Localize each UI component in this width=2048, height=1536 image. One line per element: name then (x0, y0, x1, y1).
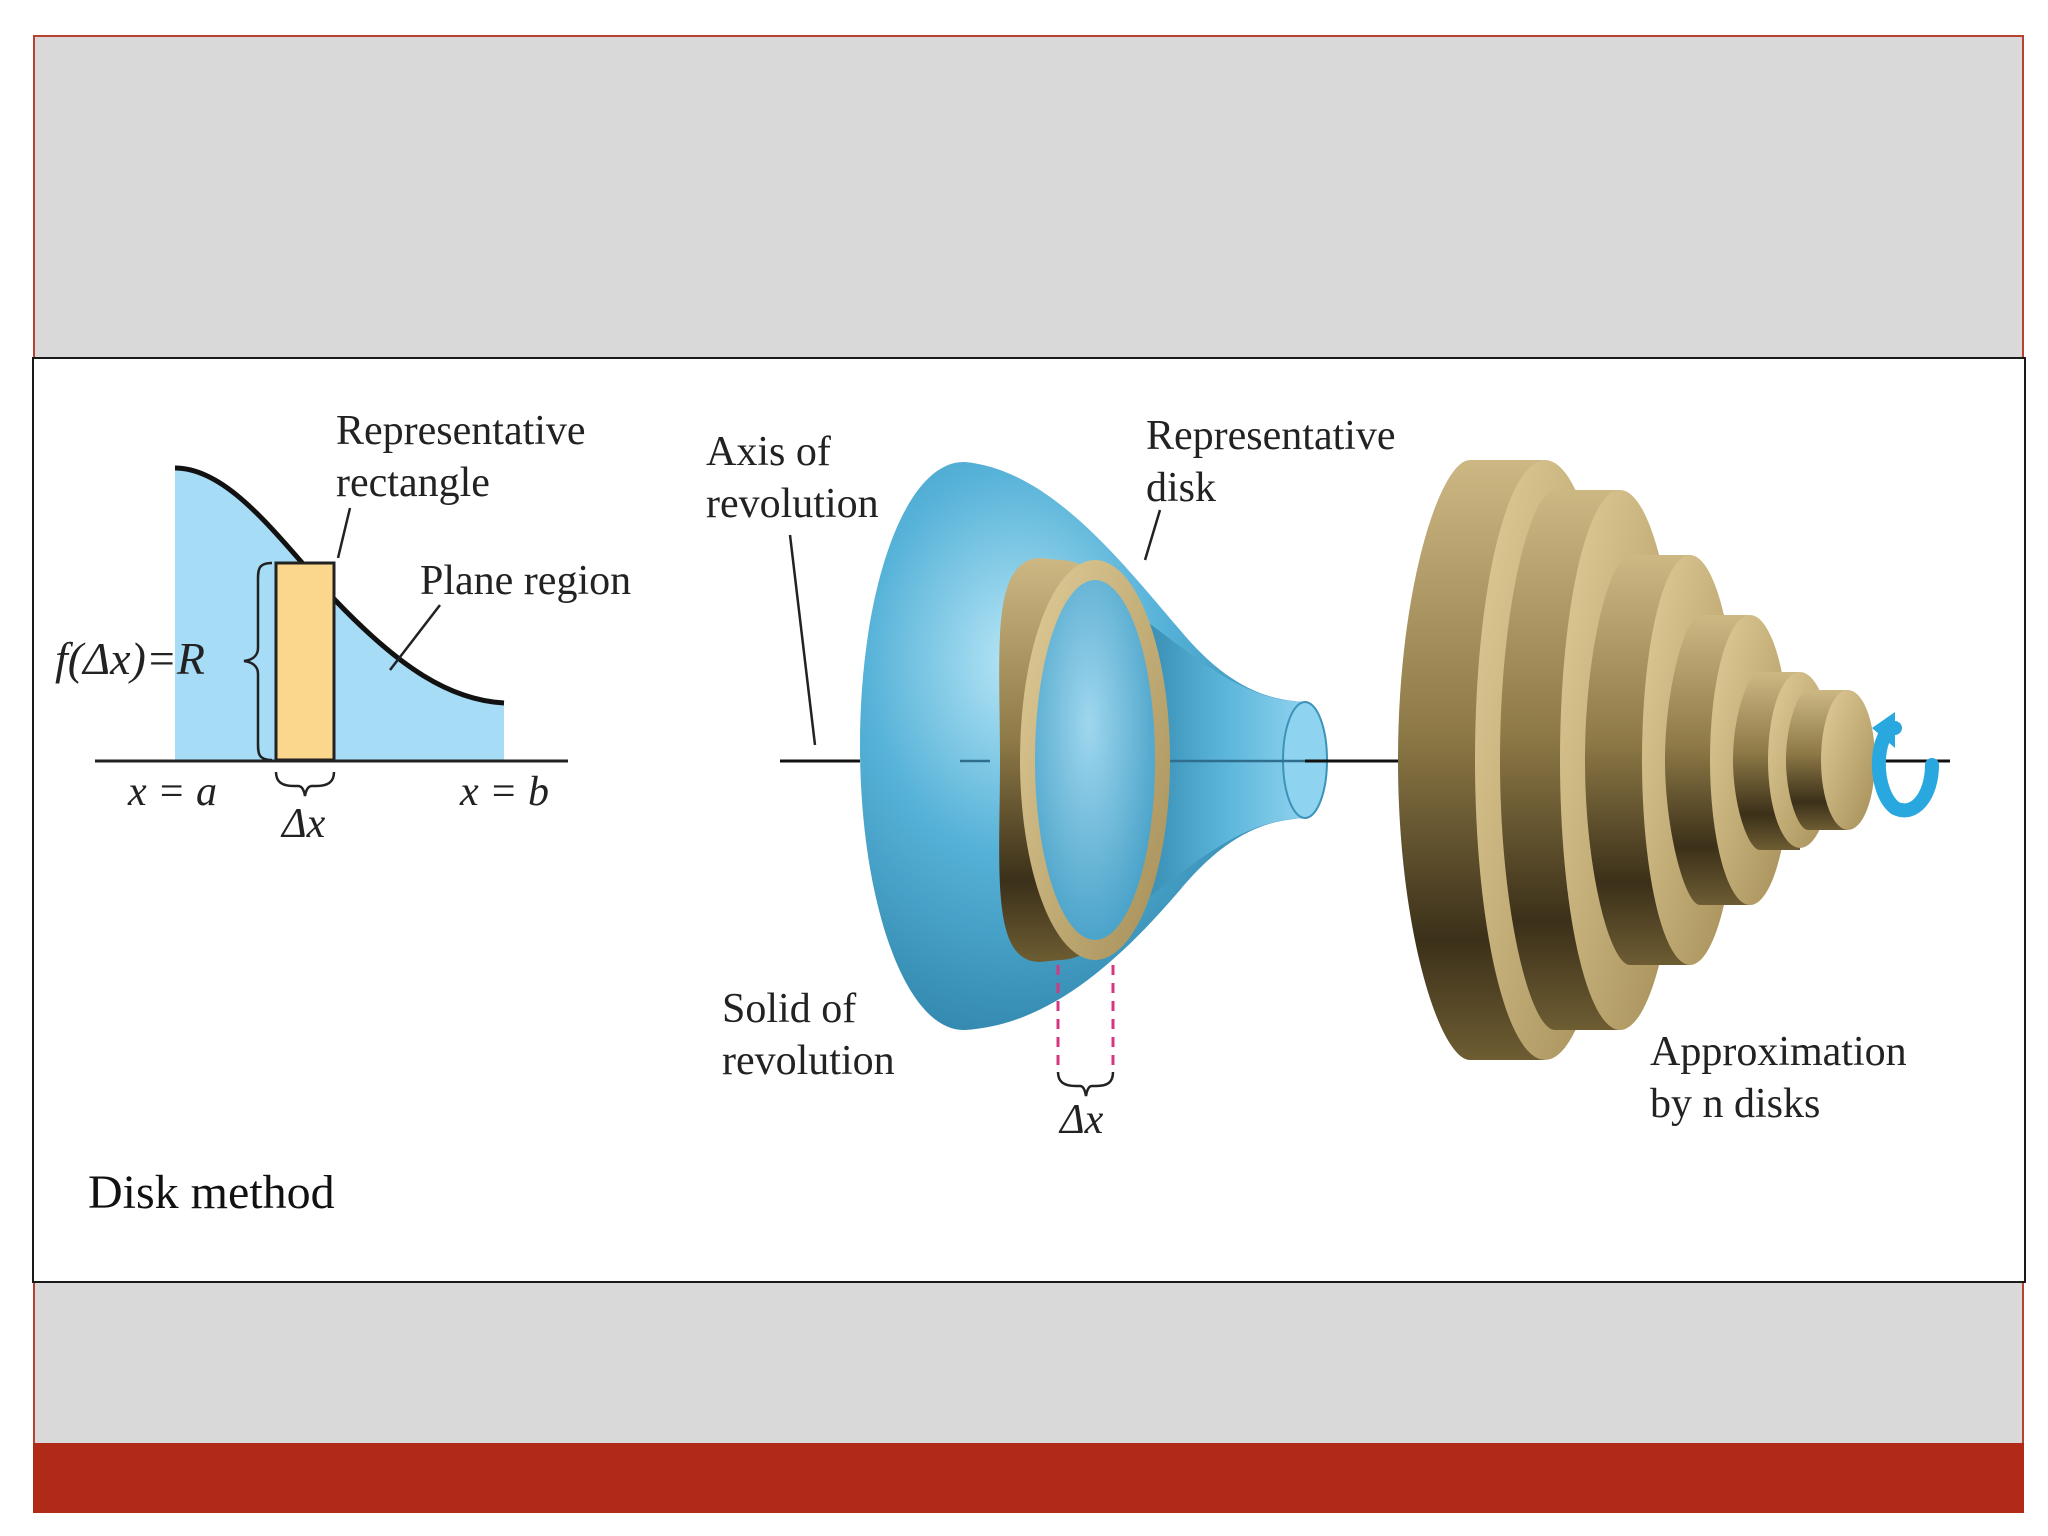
delta-x-mid-label: Δx (1060, 1097, 1104, 1143)
x-equals-a-label: x = a (128, 769, 217, 815)
disk-approximation (1398, 460, 1950, 1060)
plane-region-label: Plane region (420, 558, 632, 604)
radius-brace (243, 561, 273, 762)
delta-x-brace-mid (1056, 1071, 1115, 1097)
axis-leader-line (788, 534, 817, 746)
axis-of-revolution-label: Axis of revolution (706, 429, 879, 527)
disk-6 (1821, 690, 1875, 830)
representative-rectangle-label: Representative rectangle (336, 408, 586, 506)
delta-x-left-label: Δx (282, 801, 326, 847)
representative-rectangle (274, 561, 336, 762)
disk-leader-line (1143, 509, 1162, 561)
solid-of-revolution-label: Solid of revolution (722, 986, 895, 1084)
delta-x-brace-left (274, 771, 336, 797)
rotation-arrow-icon (1871, 712, 1939, 818)
representative-disk-hole (1035, 580, 1155, 940)
plane-region (175, 468, 504, 760)
slide-footer-band (33, 1443, 2024, 1513)
plane-region-graph (95, 465, 568, 797)
approximation-label: Approximation by n disks (1650, 1029, 1907, 1127)
solid-of-revolution (780, 461, 1400, 1097)
x-equals-b-label: x = b (460, 769, 549, 815)
figure-caption: Disk method (88, 1166, 335, 1219)
representative-disk-label: Representative disk (1146, 413, 1396, 511)
radius-label: f(Δx)=R (55, 633, 205, 684)
region-leader-line (389, 604, 441, 671)
rect-leader-line (336, 507, 352, 559)
